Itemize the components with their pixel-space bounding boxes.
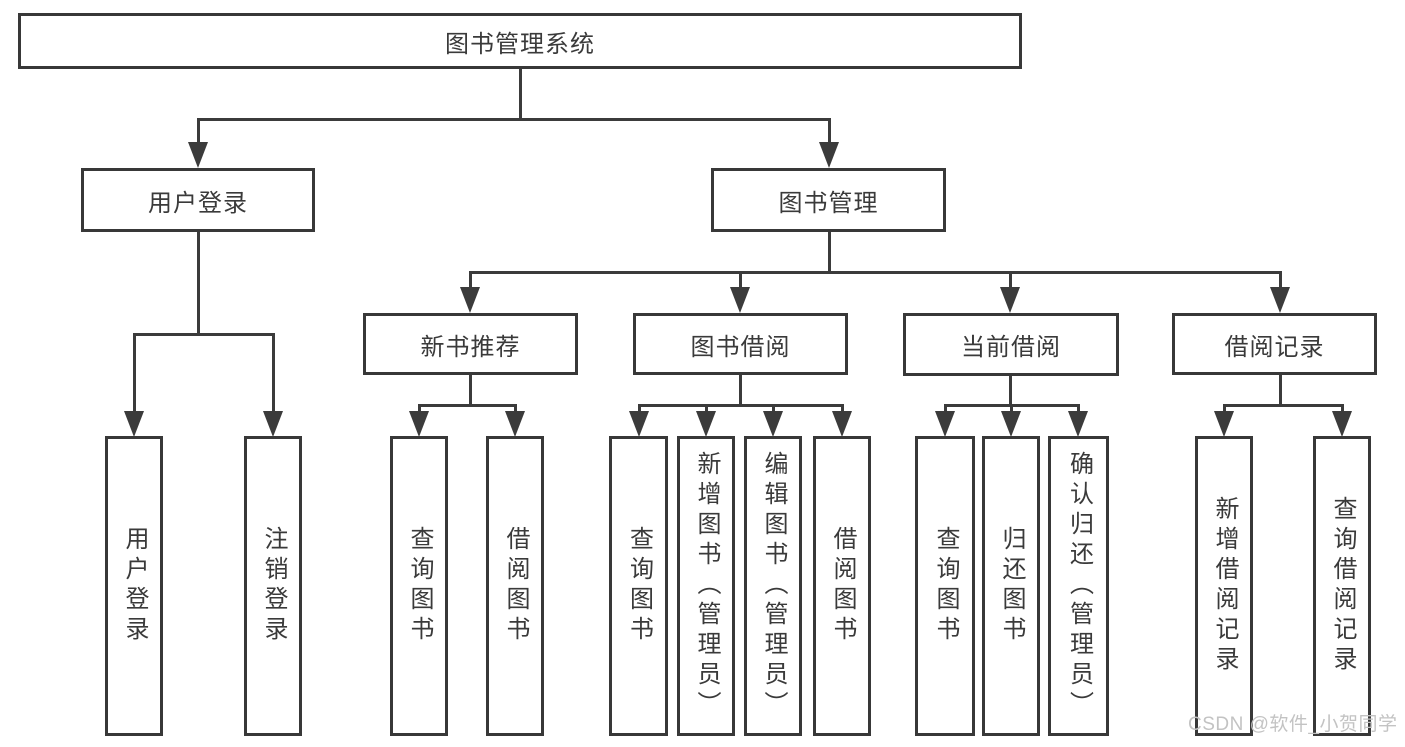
connector-current-hbar [943, 404, 1080, 407]
arrow-down-icon [460, 287, 480, 313]
arrow-down-icon [1332, 411, 1352, 437]
leaf-user-login: 用户登录 [105, 436, 163, 736]
arrow-down-icon [696, 411, 716, 437]
arrow-down-icon [1000, 287, 1020, 313]
leaf-logout-label: 注销登录 [260, 526, 287, 646]
leaf-bb-query: 查询图书 [609, 436, 668, 736]
node-new-book-rec: 新书推荐 [363, 313, 578, 375]
connector-login-hbar [132, 333, 275, 336]
leaf-bb-add-label: 新增图书（管理员） [693, 451, 720, 721]
connector-leaf-stem [637, 406, 641, 413]
arrow-down-icon [505, 411, 525, 437]
arrow-down-icon [935, 411, 955, 437]
connector-newbook-hbar [417, 404, 517, 407]
node-user-login-label: 用户登录 [148, 189, 248, 217]
node-root: 图书管理系统 [18, 13, 1022, 69]
connector-l3-stem [738, 273, 742, 289]
arrow-down-icon [1068, 411, 1088, 437]
leaf-cb-confirm: 确认归还（管理员） [1048, 436, 1109, 736]
leaf-cb-return: 归还图书 [982, 436, 1040, 736]
arrow-down-icon [730, 287, 750, 313]
connector-leaf-stem [513, 406, 517, 413]
connector-leaf-stem [771, 406, 775, 413]
leaf-cb-return-label: 归还图书 [998, 526, 1025, 646]
connector-leaf-stem [1222, 406, 1226, 413]
connector-records-hbar [1222, 404, 1344, 407]
arrow-down-icon [263, 411, 283, 437]
leaf-br-add-label: 新增借阅记录 [1211, 496, 1238, 676]
connector-leaf-stem [417, 406, 421, 413]
connector-leaf-stem [271, 335, 275, 413]
connector-mgmt-down [827, 231, 831, 273]
connector-l3-stem [1008, 273, 1012, 289]
leaf-br-add: 新增借阅记录 [1195, 436, 1253, 736]
connector-borrow-down [738, 373, 742, 406]
connector-borrow-hbar [637, 404, 844, 407]
leaf-nb-borrow: 借阅图书 [486, 436, 544, 736]
node-new-book-rec-label: 新书推荐 [420, 333, 521, 361]
leaf-cb-confirm-label: 确认归还（管理员） [1065, 451, 1093, 721]
leaf-cb-query: 查询图书 [915, 436, 975, 736]
leaf-nb-borrow-label: 借阅图书 [502, 526, 529, 646]
leaf-logout: 注销登录 [244, 436, 302, 736]
node-borrow-records-label: 借阅记录 [1224, 333, 1325, 361]
node-user-login: 用户登录 [81, 168, 315, 232]
node-current-borrow-label: 当前借阅 [961, 334, 1061, 361]
node-book-borrow-label: 图书借阅 [690, 333, 791, 361]
csdn-watermark: CSDN @软件_小贺同学 [1188, 714, 1398, 735]
connector-leaf-stem [1340, 406, 1344, 413]
connector-mgmt-hbar [468, 271, 1282, 274]
arrow-down-icon [409, 411, 429, 437]
arrow-down-icon [629, 411, 649, 437]
connector-leaf-stem [704, 406, 708, 413]
node-borrow-records: 借阅记录 [1172, 313, 1377, 375]
connector-records-down [1278, 373, 1282, 406]
connector-newbook-down [468, 373, 472, 406]
connector-root-hbar [196, 118, 831, 121]
connector-root-stem [518, 68, 522, 119]
arrow-down-icon [124, 411, 144, 437]
arrow-down-icon [1001, 411, 1021, 437]
arrow-down-icon [1214, 411, 1234, 437]
arrow-down-icon [1270, 287, 1290, 313]
arrow-down-icon [188, 142, 208, 168]
connector-book-mgmt-stem [827, 120, 831, 144]
arrow-down-icon [832, 411, 852, 437]
node-book-borrow: 图书借阅 [633, 313, 848, 375]
connector-user-login-stem [196, 120, 200, 144]
connector-leaf-stem [840, 406, 844, 413]
leaf-nb-query: 查询图书 [390, 436, 448, 736]
connector-l3-stem [468, 273, 472, 289]
leaf-cb-query-label: 查询图书 [932, 526, 959, 646]
node-book-mgmt-label: 图书管理 [778, 189, 879, 217]
leaf-bb-add: 新增图书（管理员） [677, 436, 735, 736]
connector-leaf-stem [1009, 406, 1013, 413]
connector-l3-stem [1278, 273, 1282, 289]
node-root-label: 图书管理系统 [445, 30, 595, 58]
connector-login-down [196, 231, 200, 335]
leaf-bb-borrow-label: 借阅图书 [829, 526, 856, 646]
leaf-bb-query-label: 查询图书 [625, 526, 653, 646]
node-current-borrow: 当前借阅 [903, 313, 1119, 376]
arrow-down-icon [763, 411, 783, 437]
leaf-br-query: 查询借阅记录 [1313, 436, 1371, 736]
connector-leaf-stem [943, 406, 947, 413]
node-book-mgmt: 图书管理 [711, 168, 946, 232]
connector-current-down [1008, 373, 1012, 406]
leaf-bb-borrow: 借阅图书 [813, 436, 871, 736]
connector-leaf-stem [1076, 406, 1080, 413]
leaf-bb-edit-label: 编辑图书（管理员） [760, 451, 787, 721]
arrow-down-icon [819, 142, 839, 168]
leaf-nb-query-label: 查询图书 [406, 526, 433, 646]
leaf-br-query-label: 查询借阅记录 [1329, 496, 1356, 676]
leaf-bb-edit: 编辑图书（管理员） [744, 436, 802, 736]
leaf-user-login-label: 用户登录 [121, 526, 148, 646]
connector-leaf-stem [132, 335, 136, 413]
